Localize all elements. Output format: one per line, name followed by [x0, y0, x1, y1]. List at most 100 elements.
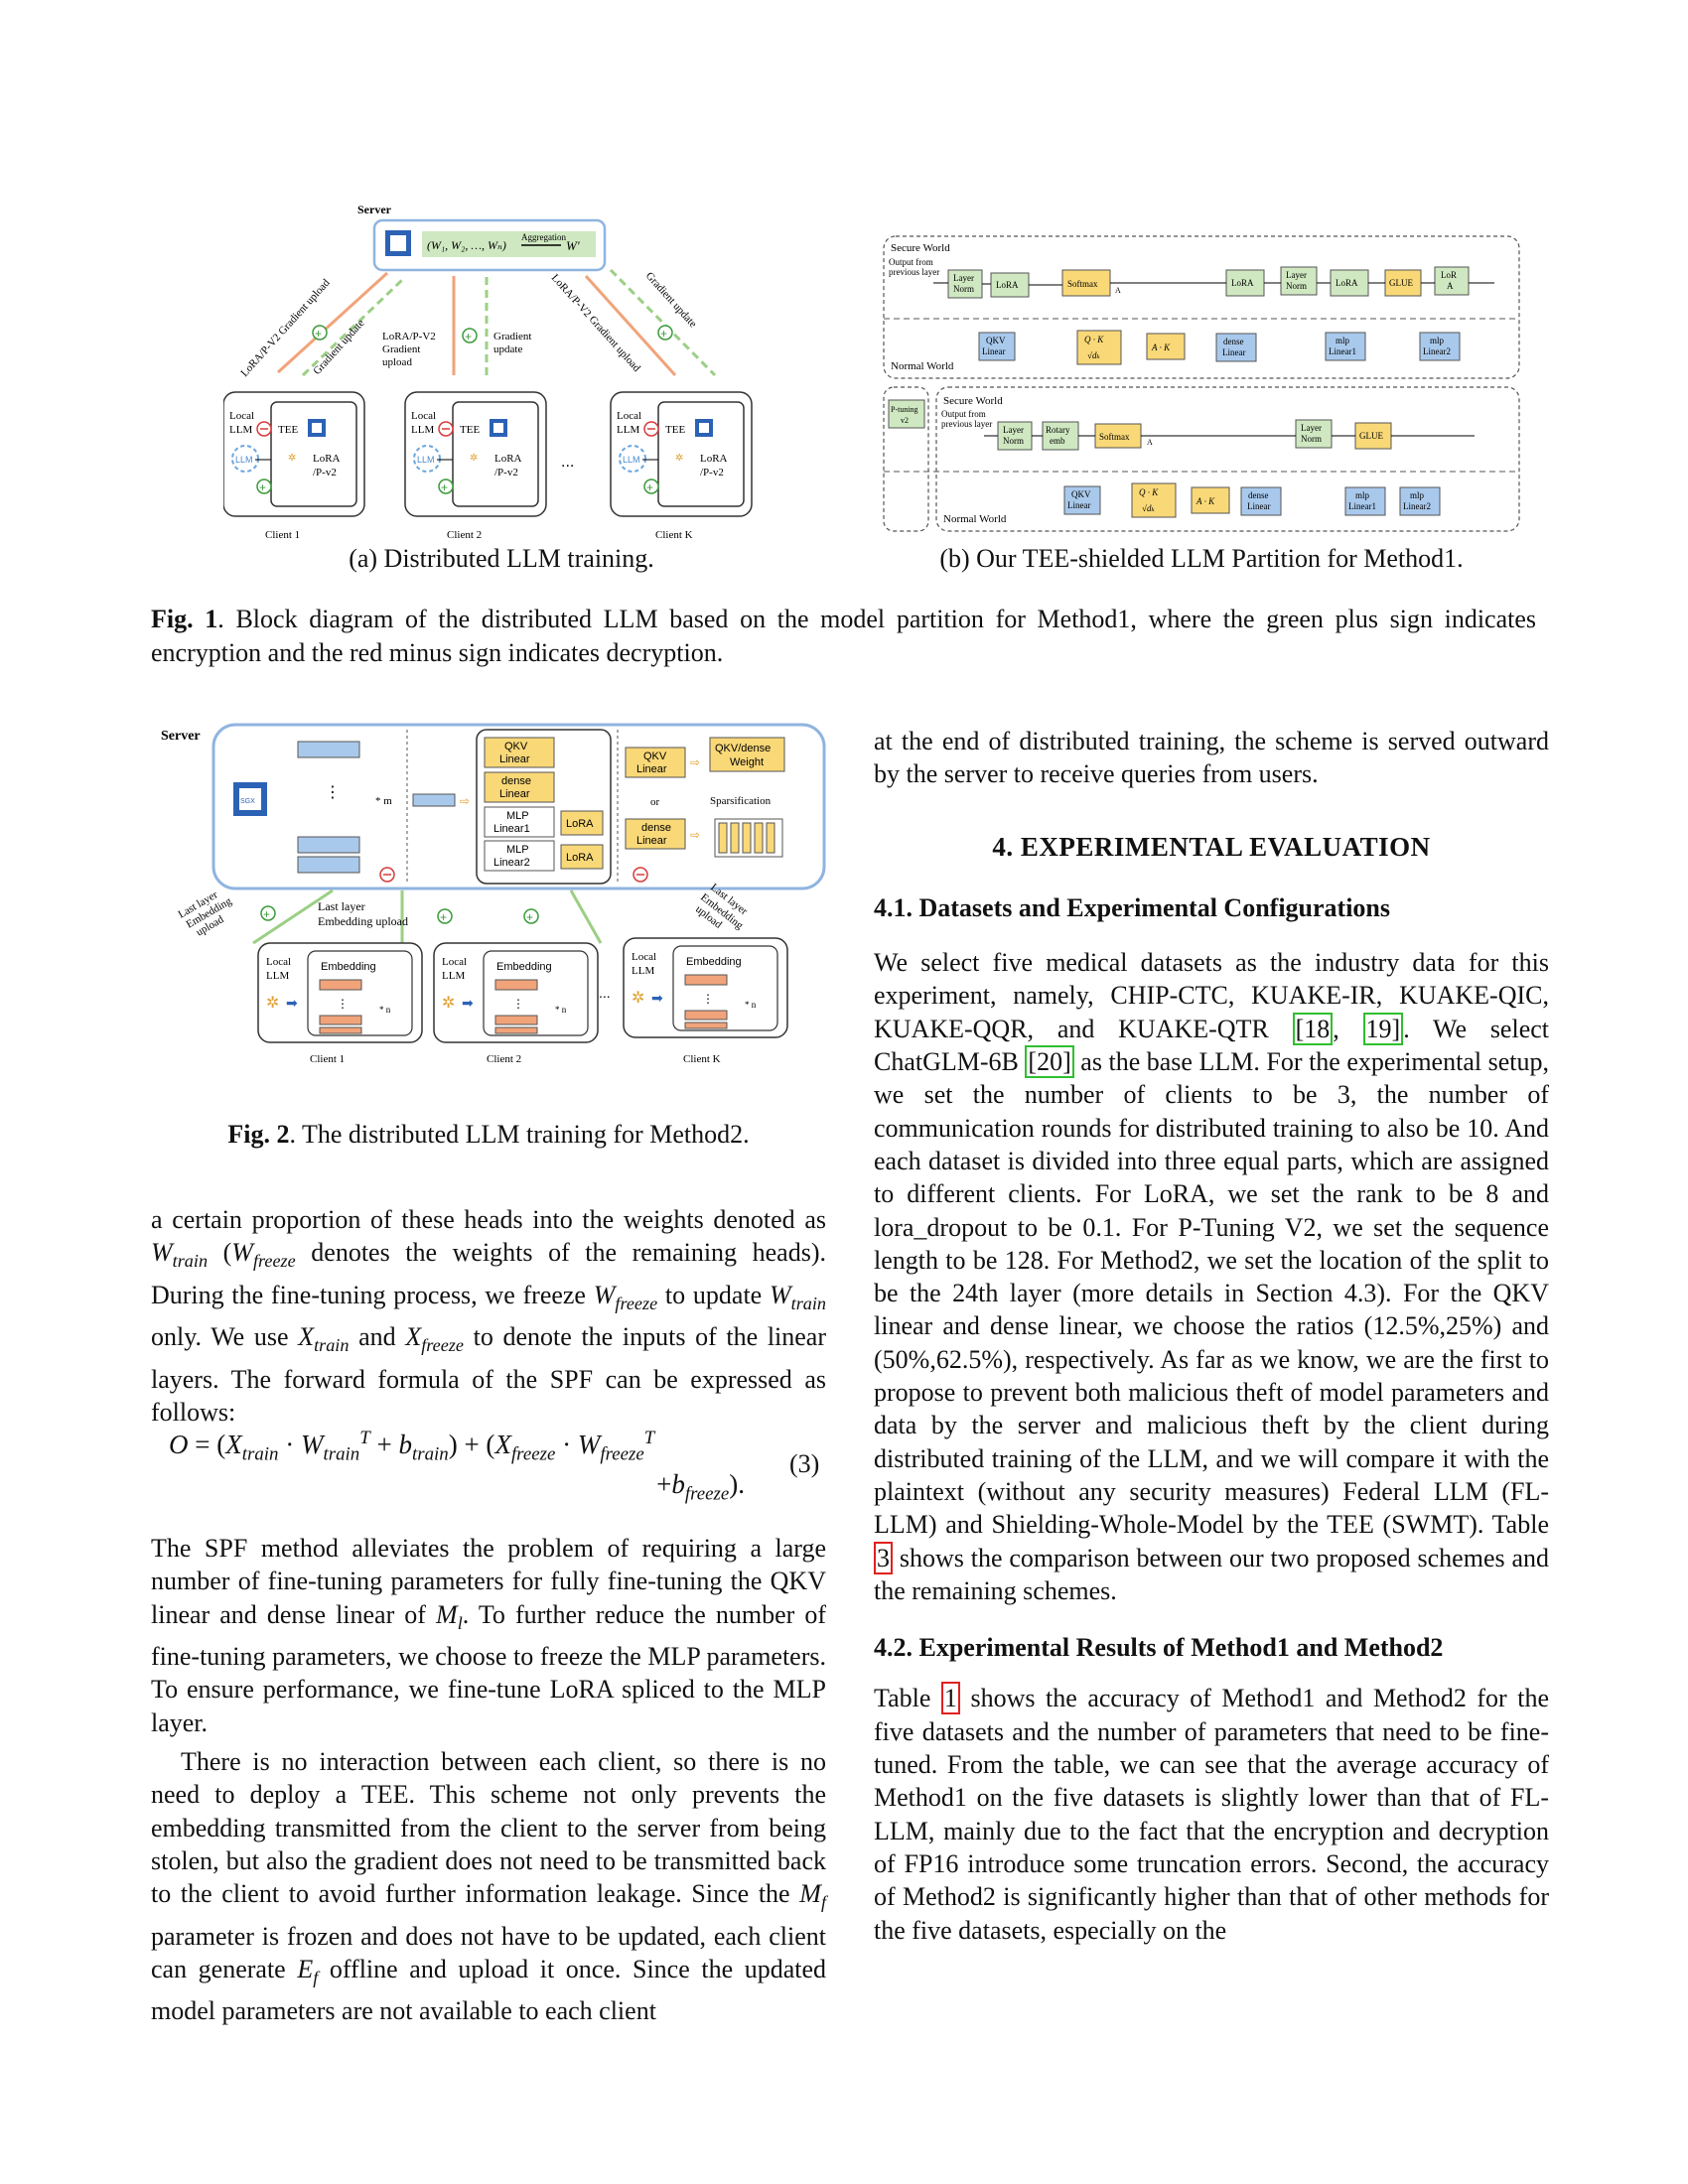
svg-text:+: +: [646, 480, 653, 494]
svg-text:emb: emb: [1050, 436, 1065, 446]
svg-text:P-tuning: P-tuning: [891, 405, 918, 414]
svg-text:or: or: [650, 796, 660, 808]
svg-text:Linear1: Linear1: [493, 823, 530, 835]
svg-text:Local: Local: [632, 951, 656, 963]
svg-text:+: +: [315, 327, 322, 341]
svg-text:✲: ✲: [288, 453, 296, 464]
svg-text:Embedding upload: Embedding upload: [318, 914, 408, 928]
sgx-chip-icon: SGX: [233, 782, 267, 816]
right-paragraph-2: Table 1 shows the accuracy of Method1 an…: [874, 1682, 1549, 1945]
left-paragraph-2: The SPF method alleviates the problem of…: [151, 1534, 826, 1737]
svg-text:LLM: LLM: [266, 970, 289, 982]
section-4-2-heading: 4.2. Experimental Results of Method1 and…: [874, 1633, 1444, 1663]
ellipsis: ...: [561, 454, 574, 471]
svg-text:mlp: mlp: [1355, 490, 1370, 500]
svg-text:Rotary: Rotary: [1046, 425, 1070, 435]
update-label-right: Gradient update: [643, 270, 699, 331]
svg-text:LoRA: LoRA: [1231, 278, 1254, 288]
svg-text:Linear1: Linear1: [1329, 346, 1356, 356]
svg-text:Linear: Linear: [982, 346, 1005, 356]
svg-text:LoRA: LoRA: [1336, 278, 1358, 288]
figure2-caption: Fig. 2. The distributed LLM training for…: [227, 1120, 750, 1149]
upload-arrow-right: [584, 274, 677, 377]
svg-text:mlp: mlp: [1430, 336, 1445, 345]
svg-text:Linear2: Linear2: [1403, 501, 1431, 511]
svg-text:Embedding: Embedding: [496, 961, 552, 973]
svg-text:Output from: Output from: [941, 409, 986, 419]
svg-text:Linear: Linear: [1247, 501, 1270, 511]
center-upload-2: Gradient: [382, 343, 420, 355]
figure1a-diagram: Server (W₁, W₂, …, Wₙ) Aggregation W′ Lo…: [223, 203, 753, 541]
svg-text:LLM: LLM: [442, 970, 465, 982]
svg-text:Output from: Output from: [889, 257, 933, 267]
svg-text:LoRA: LoRA: [313, 453, 341, 465]
client-label-2: Client 2: [487, 1053, 521, 1065]
svg-text:Norm: Norm: [953, 284, 974, 294]
svg-text:mlp: mlp: [1410, 490, 1425, 500]
svg-text:Weight: Weight: [730, 756, 764, 768]
svg-text:Layer: Layer: [1003, 425, 1024, 435]
svg-text:⋮: ⋮: [325, 784, 341, 801]
svg-text:Softmax: Softmax: [1099, 432, 1130, 442]
svg-text:TEE: TEE: [460, 424, 480, 436]
svg-text:✲: ✲: [632, 990, 644, 1007]
svg-text:+: +: [526, 910, 533, 924]
equation-number: (3): [789, 1449, 820, 1478]
svg-text:A: A: [1115, 286, 1121, 295]
table-3-link[interactable]: 3: [874, 1541, 893, 1574]
section-4-heading: 4. EXPERIMENTAL EVALUATION: [992, 831, 1431, 862]
svg-text:Layer: Layer: [953, 273, 974, 283]
equation-3: O = (Xtrain · WtrainT + btrain) + (Xfree…: [169, 1428, 745, 1505]
svg-text:* n: * n: [555, 1005, 567, 1015]
citation-18[interactable]: [18: [1292, 1012, 1334, 1045]
svg-text:Last layer: Last layer: [318, 899, 365, 913]
figure1b-subcaption: (b) Our TEE-shielded LLM Partition for M…: [939, 544, 1464, 573]
citation-19[interactable]: 19]: [1362, 1012, 1404, 1045]
svg-text:⋮: ⋮: [337, 997, 349, 1011]
svg-text:Q · K: Q · K: [1084, 335, 1104, 344]
citation-20[interactable]: [20]: [1025, 1045, 1074, 1079]
svg-text:⋮: ⋮: [702, 992, 714, 1006]
svg-text:√dₖ: √dₖ: [1087, 350, 1100, 360]
svg-text:* n: * n: [745, 1000, 757, 1010]
svg-text:/P-v2: /P-v2: [494, 467, 518, 478]
svg-text:previous layer: previous layer: [941, 419, 992, 429]
svg-text:LLM: LLM: [235, 455, 253, 465]
svg-text:A: A: [1147, 438, 1153, 447]
svg-text:LoRA: LoRA: [566, 852, 594, 864]
svg-text:LLM: LLM: [411, 424, 434, 436]
svg-text:LoRA: LoRA: [996, 280, 1019, 290]
svg-text:Embedding: Embedding: [321, 961, 376, 973]
client-label-1: Client 1: [265, 529, 300, 541]
svg-text:LoRA: LoRA: [566, 818, 594, 830]
svg-text:+: +: [263, 907, 270, 921]
figure1a-subcaption: (a) Distributed LLM training.: [349, 544, 654, 573]
table-1-link[interactable]: 1: [940, 1682, 960, 1715]
svg-text:SGX: SGX: [240, 798, 255, 805]
svg-text:Normal World: Normal World: [891, 360, 954, 372]
encrypt-plus-icon: [312, 325, 328, 341]
client-box-k: Local LLM TEE LLM + ✲ LoRA /P-v2: [610, 391, 753, 517]
svg-text:Softmax: Softmax: [1067, 279, 1098, 289]
svg-text:LoRA: LoRA: [494, 453, 522, 465]
svg-text:LLM: LLM: [632, 965, 654, 977]
svg-text:dense: dense: [1223, 337, 1244, 346]
svg-text:/P-v2: /P-v2: [700, 467, 724, 478]
svg-text:Normal World: Normal World: [943, 513, 1007, 525]
encrypt-plus-icon: [462, 328, 478, 343]
sgx-chip-icon: [385, 230, 411, 256]
svg-text:⇨: ⇨: [690, 755, 700, 769]
aggregation-formula: (W₁, W₂, …, Wₙ): [427, 238, 506, 252]
svg-text:A: A: [1447, 281, 1454, 291]
upload-arrow-left: [276, 271, 389, 374]
svg-text:Local: Local: [266, 956, 291, 968]
client-box-2: Local LLM TEE LLM + ✲ LoRA /P-v2: [404, 391, 547, 517]
svg-text:✲: ✲: [675, 453, 683, 464]
server-label: Server: [357, 203, 392, 216]
client-label-1: Client 1: [310, 1053, 345, 1065]
svg-text:LoRA: LoRA: [700, 453, 728, 465]
svg-text:MLP: MLP: [506, 844, 529, 856]
update-arrow-left: [301, 278, 404, 377]
svg-text:/P-v2: /P-v2: [313, 467, 337, 478]
svg-text:Local: Local: [617, 410, 641, 422]
